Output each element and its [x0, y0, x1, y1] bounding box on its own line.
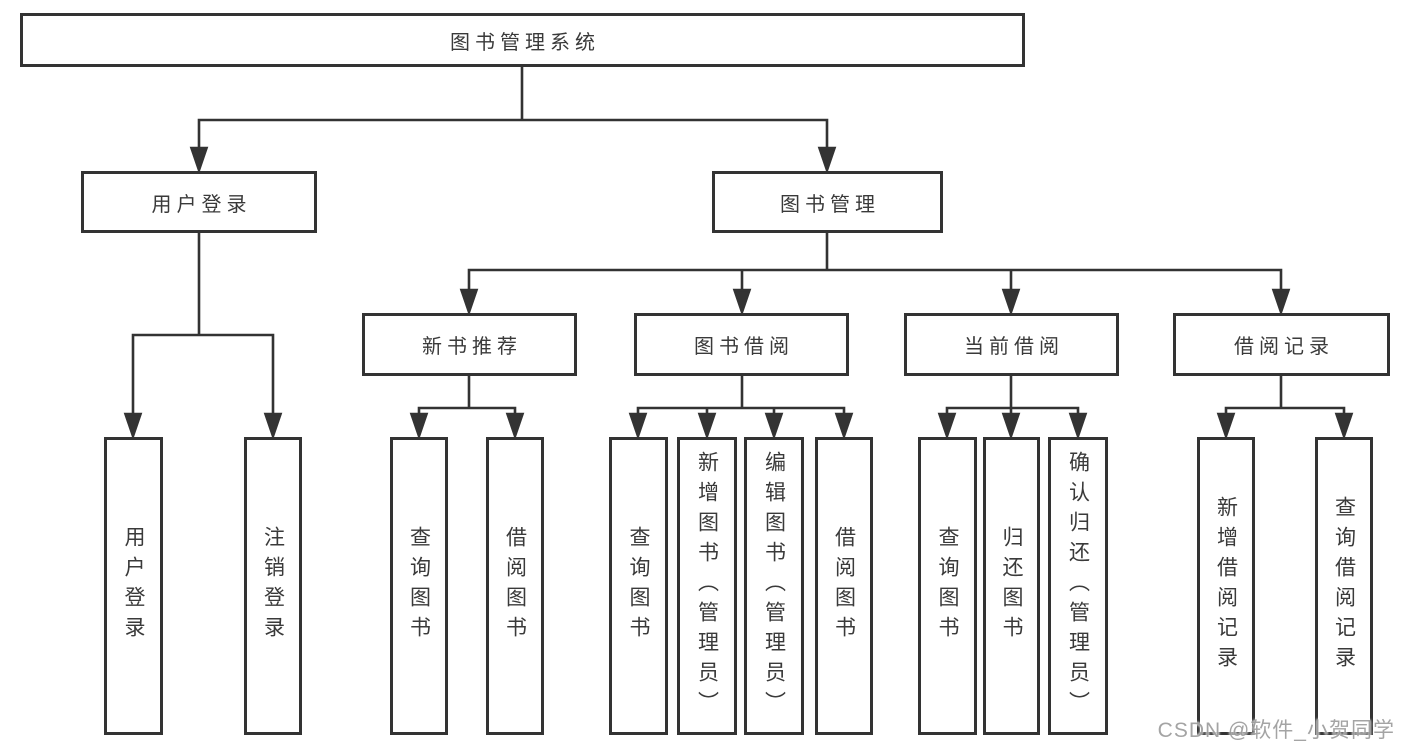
- connector-borrow-records-children: [1216, 374, 1354, 441]
- node-user-login: 用户登录: [81, 171, 317, 233]
- arrowhead: [459, 288, 479, 317]
- leaf-query-books-current: 查询图书: [918, 437, 977, 735]
- arrowhead: [189, 146, 209, 175]
- connector-book-borrow-children: [628, 374, 854, 441]
- arrowhead: [1216, 412, 1236, 441]
- arrowhead: [505, 412, 525, 441]
- connector-root-to-level2: [189, 65, 837, 175]
- node-root: 图书管理系统: [20, 13, 1025, 67]
- arrowhead: [1334, 412, 1354, 441]
- leaf-query-books-recommend: 查询图书: [390, 437, 448, 735]
- arrowhead: [1271, 288, 1291, 317]
- node-current-borrow: 当前借阅: [904, 313, 1119, 376]
- arrowhead: [1001, 412, 1021, 441]
- leaf-logout-login: 注销登录: [244, 437, 302, 735]
- leaf-confirm-return-admin: 确认归还（管理员）: [1048, 437, 1108, 735]
- node-book-borrow: 图书借阅: [634, 313, 849, 376]
- arrowhead: [834, 412, 854, 441]
- leaf-borrow-books-recommend: 借阅图书: [486, 437, 544, 735]
- connector-book-management-children: [459, 231, 1291, 317]
- leaf-borrow-books: 借阅图书: [815, 437, 873, 735]
- watermark: CSDN @软件_小贺同学: [1157, 719, 1395, 742]
- arrowhead: [1001, 288, 1021, 317]
- leaf-user-login: 用户登录: [104, 437, 163, 735]
- arrowhead: [409, 412, 429, 441]
- connector-current-borrow-children: [937, 374, 1088, 441]
- leaf-edit-books-admin: 编辑图书（管理员）: [744, 437, 804, 735]
- arrowhead: [732, 288, 752, 317]
- connector-user-login-children: [123, 231, 283, 441]
- arrowhead: [817, 146, 837, 175]
- leaf-query-books-borrow: 查询图书: [609, 437, 668, 735]
- leaf-add-borrow-record: 新增借阅记录: [1197, 437, 1255, 735]
- arrowhead: [123, 412, 143, 441]
- node-borrow-records: 借阅记录: [1173, 313, 1390, 376]
- arrowhead: [937, 412, 957, 441]
- arrowhead: [263, 412, 283, 441]
- arrowhead: [697, 412, 717, 441]
- arrowhead: [764, 412, 784, 441]
- node-new-book-recommend: 新书推荐: [362, 313, 577, 376]
- leaf-return-books: 归还图书: [983, 437, 1040, 735]
- node-book-management: 图书管理: [712, 171, 943, 233]
- leaf-add-books-admin: 新增图书（管理员）: [677, 437, 737, 735]
- arrowhead: [1068, 412, 1088, 441]
- connector-new-book-recommend-children: [409, 374, 525, 441]
- arrowhead: [628, 412, 648, 441]
- leaf-query-borrow-record: 查询借阅记录: [1315, 437, 1373, 735]
